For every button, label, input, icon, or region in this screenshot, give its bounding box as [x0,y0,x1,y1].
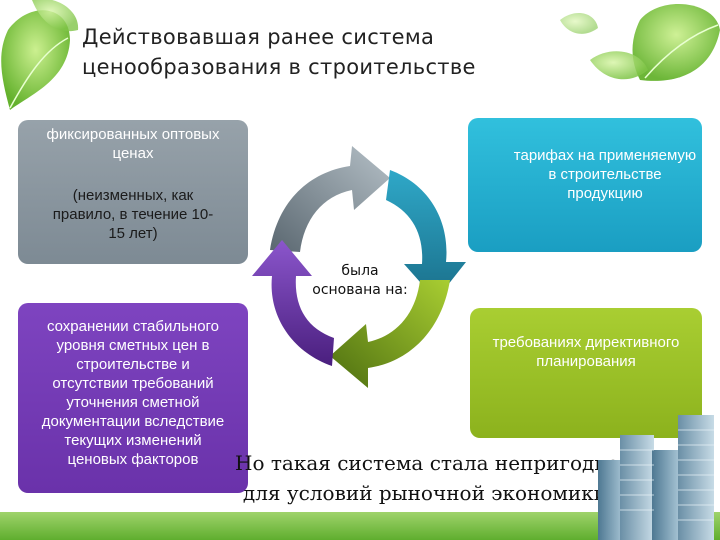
box-bl-line: строительстве и [76,356,190,373]
arrow-top [270,146,390,252]
arrow-bottom [330,280,450,388]
center-line-2: основана на: [312,282,408,298]
box-tl-line: ценах [112,145,154,162]
buildings-illustration [598,415,714,540]
title-line-2: ценообразования в строительстве [82,55,476,79]
arrow-right [386,170,466,300]
box-tr-line: продукцию [567,185,643,202]
box-tr-line: в строительстве [548,166,662,183]
arrow-left [252,240,334,366]
box-tl-line: 15 лет) [108,225,158,242]
box-tl-line: правило, в течение 10- [52,206,214,223]
conclusion-text: Но такая система стала непригодна для ус… [235,448,620,508]
box-bl-line: сохранении стабильного [46,318,220,335]
cycle-arrows [252,146,466,388]
box-directive-planning: требованиях директивного планирования [470,308,702,438]
box-stable-estimates: сохранении стабильного уровня сметных це… [18,303,248,493]
box-bl-line: ценовых факторов [67,451,199,468]
box-tl-line: фиксированных оптовых [46,126,220,143]
center-label: была основана на: [290,262,430,300]
box-bl-line: отсутствии требований [52,375,214,392]
box-bl-line: уровня сметных цен в [56,337,210,354]
box-tariffs: тарифах на применяемую в строительстве п… [468,118,702,252]
box-fixed-prices: фиксированных оптовых ценах (неизменных,… [18,120,248,264]
box-br-line: требованиях директивного [492,334,680,351]
conclusion-line-1: Но такая система стала непригодна [235,451,620,475]
center-line-1: была [341,263,379,279]
box-bl-line: уточнения сметной [66,394,200,411]
page-title: Действовавшая ранее система ценообразова… [82,22,602,82]
conclusion-line-2: для условий рыночной экономики [242,481,608,505]
box-tr-line: тарифах на применяемую [513,147,697,164]
box-br-line: планирования [536,353,636,370]
box-tl-line: (неизменных, как [72,187,194,204]
box-bl-line: документации вследствие [41,413,225,430]
title-line-1: Действовавшая ранее система [82,25,435,49]
box-bl-line: текущих изменений [64,432,202,449]
